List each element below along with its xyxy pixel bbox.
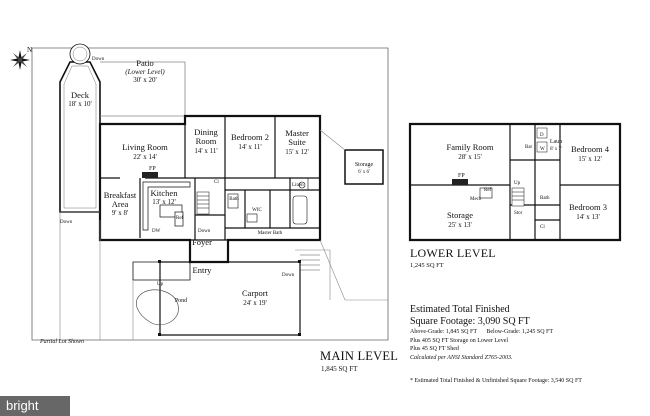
living-room-label: Living Room [122, 142, 168, 152]
lower-storage-dim: 25' x 13' [448, 221, 472, 229]
up-label-main: Up [157, 282, 164, 287]
dryer-label: D [540, 133, 544, 138]
carport-posts [158, 260, 301, 336]
lower-up-label: Up [514, 181, 521, 186]
pond-label: Pond [175, 298, 187, 304]
storage-dim: 6' x 6' [358, 170, 370, 175]
kitchen-dim: 13' x 12' [152, 198, 176, 206]
lower-level-sqft: 1,245 SQ FT [410, 262, 444, 269]
patio-label: Patio [136, 58, 153, 68]
estimate-storage-line: Plus 405 SQ FT Storage on Lower Level [410, 337, 509, 344]
down-label-left: Down [60, 220, 73, 225]
lower-fireplace-icon [452, 179, 468, 185]
lower-ref-label: Ref [484, 188, 492, 193]
wic-label: WIC [252, 208, 262, 213]
bedroom-3-label: Bedroom 3 [569, 202, 607, 212]
estimate-grade-line: Above-Grade: 1,845 SQ FT Below-Grade: 1,… [410, 328, 645, 337]
svg-text:FP: FP [149, 166, 156, 172]
interior-walls [100, 116, 320, 241]
deck-dim: 18' x 10' [68, 100, 92, 108]
breakfast-area-label: Breakfast [104, 190, 137, 200]
bedroom-3-dim: 14' x 13' [576, 213, 600, 221]
breakfast-area-dim: 9' x 8' [112, 209, 129, 217]
living-room-dim: 22' x 14' [133, 153, 157, 161]
linen-label: Linen [292, 183, 304, 188]
estimate-shed-line: Plus 45 SQ FT Shed [410, 346, 459, 352]
estimate-title-2: Square Footage: 3,090 SQ FT [410, 316, 530, 327]
ref-label-main: Ref [176, 216, 184, 221]
carport-label: Carport [242, 288, 269, 298]
estimate-title-1: Estimated Total Finished [410, 304, 510, 315]
mech-label: Mech [470, 197, 482, 202]
property-line [31, 47, 389, 341]
estimate-ansi-line: Calculated per ANSI Standard Z765-2003. [410, 354, 513, 361]
kitchen-label: Kitchen [151, 188, 179, 198]
storage-label: Storage [355, 162, 374, 168]
lower-level-outline [408, 122, 622, 242]
entry-label: Entry [193, 265, 213, 275]
down-label-deck: Down [92, 57, 105, 62]
fireplace-icon [142, 172, 158, 178]
down-label-right: Down [282, 273, 295, 278]
master-bath-label: Master Bath [258, 231, 283, 236]
side-stairs [300, 254, 320, 271]
bar-label: Bar [525, 145, 533, 150]
lower-bath-label: Bath [540, 196, 550, 201]
lower-cl-label: Cl [540, 225, 545, 230]
dining-room-label: Dining [194, 127, 218, 137]
bath-label: Bath [229, 197, 239, 202]
dw-label: DW [152, 229, 161, 234]
stor-label: Stor [514, 211, 523, 216]
kitchen-counters [142, 181, 191, 231]
family-room-dim: 28' x 15' [458, 153, 482, 161]
estimate-total-note: * Estimated Total Finished & Unfinished … [410, 378, 582, 384]
laundry-dim: 8' x 7' [550, 147, 562, 152]
pond-outline [136, 289, 179, 326]
storage-shed [344, 149, 384, 185]
lower-level-title: LOWER LEVEL [410, 246, 496, 260]
estimate-block: Estimated Total Finished Square Footage:… [410, 304, 645, 362]
family-room-label: Family Room [447, 142, 494, 152]
down-label-stairs: Down [198, 229, 211, 234]
master-suite-dim: 15' x 12' [285, 148, 309, 156]
lower-stairs-icon [511, 187, 525, 207]
main-level-sqft: 1,845 SQ FT [321, 365, 358, 373]
svg-text:FP: FP [458, 173, 465, 179]
compass-label: N [27, 46, 32, 54]
patio-dim: 30' x 20' [133, 76, 157, 84]
watermark-logo: bright [0, 396, 70, 416]
master-suite-label-2: Suite [288, 137, 306, 147]
breakfast-area-label-2: Area [112, 199, 129, 209]
cl-label-main: Cl [214, 180, 219, 185]
lower-storage-label: Storage [447, 210, 473, 220]
below-grade: Below-Grade: 1,245 SQ FT [486, 329, 554, 335]
bedroom-2-label: Bedroom 2 [231, 132, 269, 142]
foyer-label: Foyer [192, 237, 212, 247]
partial-lot-note: Partial Lot Shown [40, 339, 85, 345]
carport-dim: 24' x 19' [243, 299, 267, 307]
washer-label: W [540, 147, 545, 152]
bath-fixtures [227, 181, 308, 225]
deck-label: Deck [71, 90, 90, 100]
laundry-label: Laun [550, 139, 562, 145]
dining-room-label-2: Room [196, 136, 217, 146]
above-grade: Above-Grade: 1,845 SQ FT [410, 329, 477, 335]
bedroom-4-label: Bedroom 4 [571, 144, 610, 154]
compass-icon: N [10, 46, 32, 70]
master-suite-label: Master [285, 128, 309, 138]
dining-room-dim: 14' x 11' [194, 147, 217, 155]
patio-sub: (Lower Level) [125, 68, 165, 76]
patio-outline [100, 61, 186, 117]
bedroom-4-dim: 15' x 12' [578, 155, 602, 163]
stairs-icon [196, 191, 210, 215]
bedroom-2-dim: 14' x 11' [238, 143, 261, 151]
main-level-title: MAIN LEVEL [320, 349, 399, 363]
